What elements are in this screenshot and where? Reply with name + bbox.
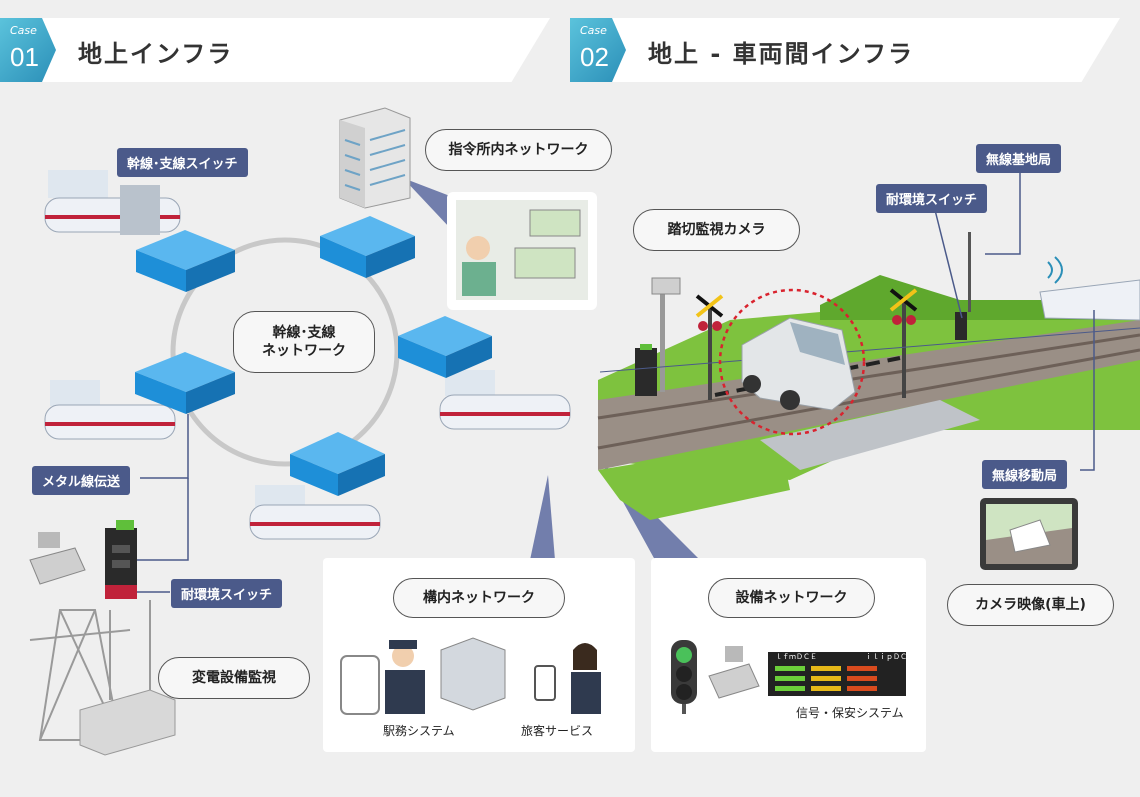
bubble-camera-image: カメラ映像(車上) bbox=[947, 584, 1114, 626]
crossing-camera-pole bbox=[651, 277, 681, 392]
beam-command bbox=[403, 178, 450, 228]
case2-number: 02 bbox=[580, 42, 609, 72]
tag-metal-line: メタル線伝送 bbox=[32, 466, 131, 495]
network-line bbox=[599, 327, 1140, 373]
camera-icon bbox=[708, 663, 760, 699]
case1-title: 地上インフラ bbox=[78, 40, 234, 68]
office-building-illustration bbox=[339, 107, 411, 209]
display-right-header: ｉｌｉｐＤＣＥ bbox=[865, 653, 914, 661]
display-left-header: ｌｆｍＤＣＥ bbox=[775, 653, 817, 661]
ruggedized-switch-right bbox=[635, 344, 657, 396]
tag-wireless-mobile: 無線移動局 bbox=[982, 460, 1068, 489]
train-station-illustration-4 bbox=[249, 485, 381, 540]
caption-signal-system: 信号・保安システム bbox=[796, 706, 904, 720]
switch-icon bbox=[398, 316, 492, 378]
caption-passenger-service: 旅客サービス bbox=[521, 724, 594, 738]
env-switch-right-connector bbox=[934, 209, 963, 319]
station-panel-illustration bbox=[340, 637, 601, 715]
crossing-signal bbox=[889, 288, 918, 398]
case2-title: 地上 - 車両間インフラ bbox=[648, 40, 914, 68]
bubble-command-network: 指令所内ネットワーク bbox=[425, 129, 612, 171]
onboard-monitor-icon bbox=[980, 498, 1078, 570]
railway-landscape bbox=[597, 275, 1140, 520]
metal-line-connector-2 bbox=[135, 478, 189, 561]
switch-icon bbox=[290, 432, 385, 496]
case1-label: Case bbox=[10, 24, 37, 37]
facility-panel-illustration bbox=[671, 640, 906, 714]
base-station-connector bbox=[985, 170, 1021, 255]
bubble-facility-network: 設備ネットワーク bbox=[708, 578, 875, 618]
antenna-icon bbox=[968, 232, 1063, 312]
station-network-panel: 構内ネットワーク 駅務システム 旅客サービス bbox=[323, 558, 635, 752]
tag-trunk-switch: 幹線･支線スイッチ bbox=[117, 148, 248, 177]
train-station-illustration-3 bbox=[439, 370, 571, 430]
case1-number: 01 bbox=[10, 42, 39, 72]
bubble-trunk-network: 幹線･支線 ネットワーク bbox=[233, 311, 375, 373]
smartphone-icon bbox=[534, 665, 556, 701]
train-station-illustration-1 bbox=[44, 170, 181, 235]
switch-icon bbox=[135, 352, 235, 414]
ruggedized-switch-right-2 bbox=[955, 312, 967, 340]
case2-label: Case bbox=[580, 24, 607, 37]
caption-station-system: 駅務システム bbox=[383, 724, 455, 738]
camera-focus-ring bbox=[718, 288, 866, 436]
tag-env-switch-right: 耐環境スイッチ bbox=[876, 184, 988, 213]
ticket-gate-icon bbox=[440, 637, 506, 711]
security-camera-icon bbox=[29, 532, 86, 585]
ruggedized-switch-icon bbox=[105, 520, 137, 599]
substation-building bbox=[79, 689, 176, 756]
switch-icon bbox=[136, 230, 235, 292]
case1-header bbox=[0, 18, 550, 82]
command-room-illustration bbox=[447, 192, 597, 310]
crossing-signal bbox=[695, 294, 724, 400]
mobile-station-connector bbox=[1080, 310, 1095, 471]
train-station-illustration-2 bbox=[44, 380, 176, 440]
van-illustration bbox=[741, 317, 856, 411]
kiosk-icon bbox=[340, 655, 380, 715]
bubble-crossing-camera: 踏切監視カメラ bbox=[633, 209, 800, 251]
switch-icon bbox=[320, 216, 415, 278]
tag-env-switch-left: 耐環境スイッチ bbox=[171, 579, 283, 608]
train-right bbox=[1039, 279, 1140, 321]
bubble-station-network: 構内ネットワーク bbox=[393, 578, 565, 618]
station-staff-icon bbox=[392, 645, 414, 667]
tag-wireless-base: 無線基地局 bbox=[976, 144, 1062, 173]
case2-header bbox=[570, 18, 1120, 82]
ring-network bbox=[170, 237, 400, 467]
beam-station bbox=[530, 475, 555, 560]
facility-network-panel: 設備ネットワーク ｌｆｍＤＣＥ ｉｌｉｐＤＣＥ 信号・保安システム bbox=[651, 558, 926, 752]
bubble-substation: 変電設備監視 bbox=[158, 657, 310, 699]
